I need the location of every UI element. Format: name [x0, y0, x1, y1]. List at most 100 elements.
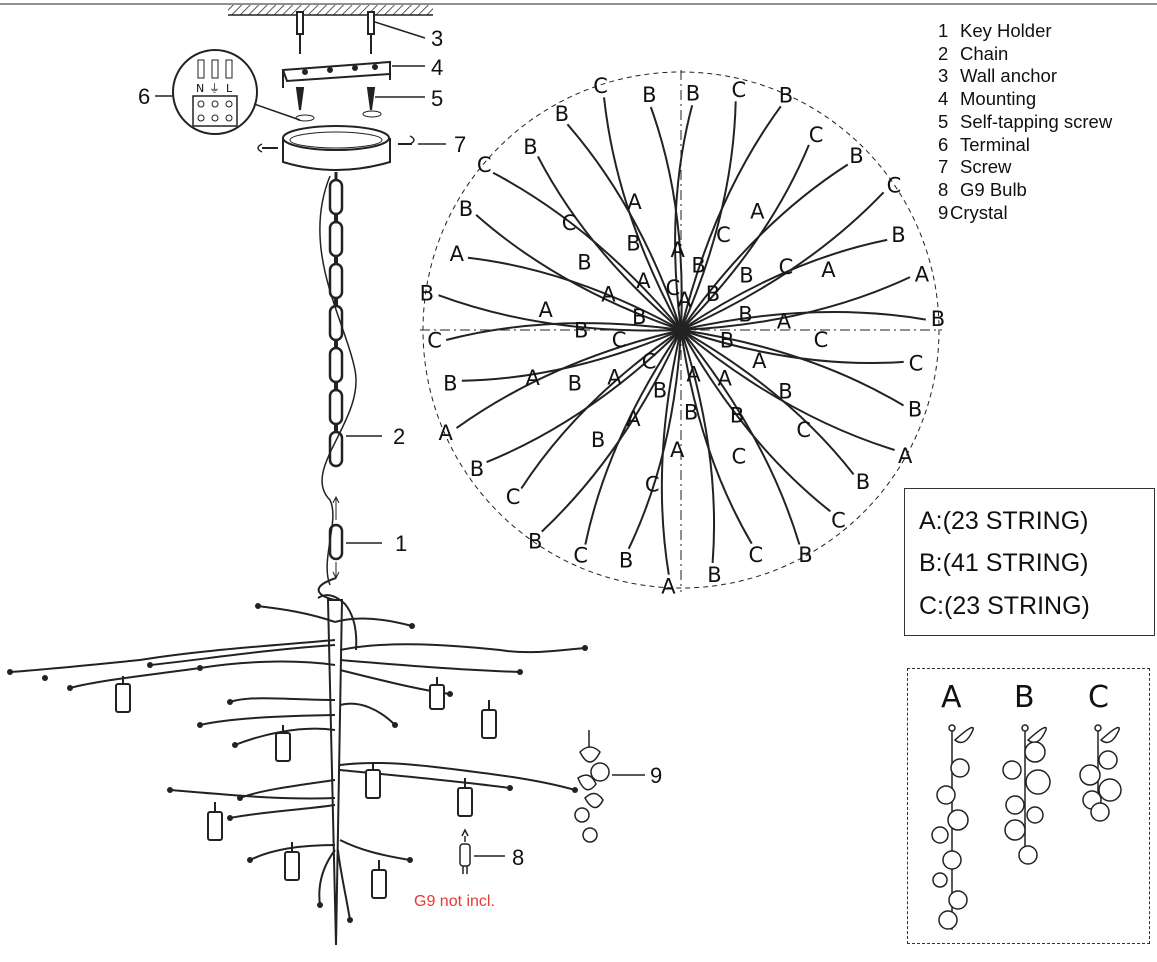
crystal-type-b — [1002, 724, 1051, 865]
top-view-inner-label: A — [607, 366, 622, 390]
top-view-outer-label: C — [749, 543, 764, 567]
top-view-outer-label: B — [619, 549, 633, 573]
legend-label: Chain — [960, 42, 1009, 64]
ceiling — [228, 5, 433, 16]
legend-number: 4 — [938, 88, 949, 110]
top-view-branch — [680, 163, 849, 331]
top-view-inner-label: C — [732, 445, 747, 469]
top-view-inner-label: A — [750, 199, 765, 223]
top-view-outer-label: B — [642, 83, 656, 107]
top-view-inner-label: A — [821, 258, 836, 282]
terminal-earth-label: ⏚ — [209, 82, 220, 95]
top-view-outer-label: A — [915, 262, 930, 286]
legend-number: 8 — [938, 178, 949, 200]
top-view-inner-label: A — [671, 238, 686, 262]
top-view-inner-label: C — [666, 276, 681, 300]
top-view-outer-label: C — [831, 509, 846, 533]
top-view-inner-label: B — [574, 319, 588, 343]
top-view-inner-label: A — [539, 298, 554, 322]
string-b: B:(41 STRING) — [919, 549, 1089, 577]
top-view-branch — [680, 105, 782, 331]
legend-number: 1 — [938, 20, 949, 41]
legend-number: 6 — [938, 133, 949, 155]
top-view-outer-label: C — [887, 174, 902, 198]
top-view-outer-label: C — [909, 352, 924, 376]
top-view-inner-label: A — [626, 407, 641, 431]
legend-label: G9 Bulb — [960, 178, 1027, 200]
callout-8: 8 — [512, 845, 524, 870]
top-view-inner-label: C — [645, 472, 660, 496]
top-view-inner-label: C — [612, 328, 627, 352]
top-view-inner-label: B — [738, 303, 752, 327]
top-view-inner-label: B — [591, 428, 605, 452]
top-view-inner-label: B — [730, 403, 744, 427]
top-view-outer-label: C — [732, 78, 747, 102]
wall-anchors — [296, 11, 375, 54]
legend-number: 5 — [938, 110, 949, 132]
crystal-type-a — [931, 724, 974, 930]
legend-number: 9 — [938, 201, 949, 223]
callout-7: 7 — [454, 132, 466, 157]
string-count-box: A:(23 STRING) B:(41 STRING) C:(23 STRING… — [904, 488, 1155, 636]
top-view-outer-label: A — [450, 242, 465, 266]
legend-label: Key Holder — [960, 20, 1052, 41]
top-view-inner-label: A — [601, 282, 616, 306]
callout-1: 1 — [395, 531, 407, 556]
chandelier-body — [7, 594, 588, 946]
top-view-outer-label: C — [506, 485, 521, 509]
top-view-outer-label: C — [477, 153, 492, 177]
top-view-inner-label: C — [796, 418, 811, 442]
top-view-branch — [649, 106, 683, 331]
top-view-inner-label: B — [568, 371, 582, 395]
top-view-inner-label: A — [777, 310, 792, 334]
top-view-outer-label: C — [593, 74, 608, 98]
top-view-inner-label: C — [814, 328, 829, 352]
top-view-inner-label: B — [632, 305, 646, 329]
top-view-branch — [680, 238, 888, 331]
crystal-strand — [574, 730, 610, 843]
mounting-bracket — [281, 60, 391, 88]
top-view-inner-label: A — [718, 366, 733, 390]
top-view-outer-label: B — [686, 81, 700, 105]
top-view-inner-label: B — [626, 231, 640, 255]
top-view-branch — [680, 329, 905, 407]
g9-bulb — [459, 828, 471, 874]
top-view-inner-label: C — [562, 211, 577, 235]
top-view-outer-label: C — [573, 544, 588, 568]
legend-item: 6 Terminal — [938, 134, 1112, 157]
bulb-not-included-note: G9 not incl. — [414, 893, 495, 910]
top-view-outer-label: B — [891, 223, 905, 247]
crystal-types-box — [907, 668, 1150, 944]
top-view-outer-label: B — [523, 135, 537, 159]
callout-6: 6 — [138, 84, 150, 109]
legend-label: Terminal — [960, 133, 1030, 155]
top-view-outer-label: B — [931, 307, 945, 331]
legend-number: 3 — [938, 65, 949, 87]
legend-number: 7 — [938, 156, 949, 178]
callout-2: 2 — [393, 424, 405, 449]
terminal-n-label: N — [196, 82, 204, 95]
legend-item: 1 Key Holder — [938, 20, 1112, 43]
top-view-outer-label: B — [779, 83, 793, 107]
top-view-outer-label: B — [908, 397, 922, 421]
top-view-inner-label: B — [739, 264, 753, 288]
callout-5: 5 — [431, 86, 443, 111]
top-view-inner-label: A — [627, 190, 642, 214]
terminal-detail — [172, 49, 301, 135]
top-view-inner-label: B — [684, 400, 698, 424]
top-view-inner-label: A — [677, 288, 692, 312]
top-view-branch — [680, 329, 716, 563]
top-view-inner-label: A — [670, 438, 685, 462]
top-view-inner-label: B — [778, 379, 792, 403]
callout-3: 3 — [431, 26, 443, 51]
top-view-outer-label: B — [555, 102, 569, 126]
top-view-inner-label: A — [752, 349, 767, 373]
top-view-outer-label: B — [470, 457, 484, 481]
top-view-outer-label: B — [443, 371, 457, 395]
